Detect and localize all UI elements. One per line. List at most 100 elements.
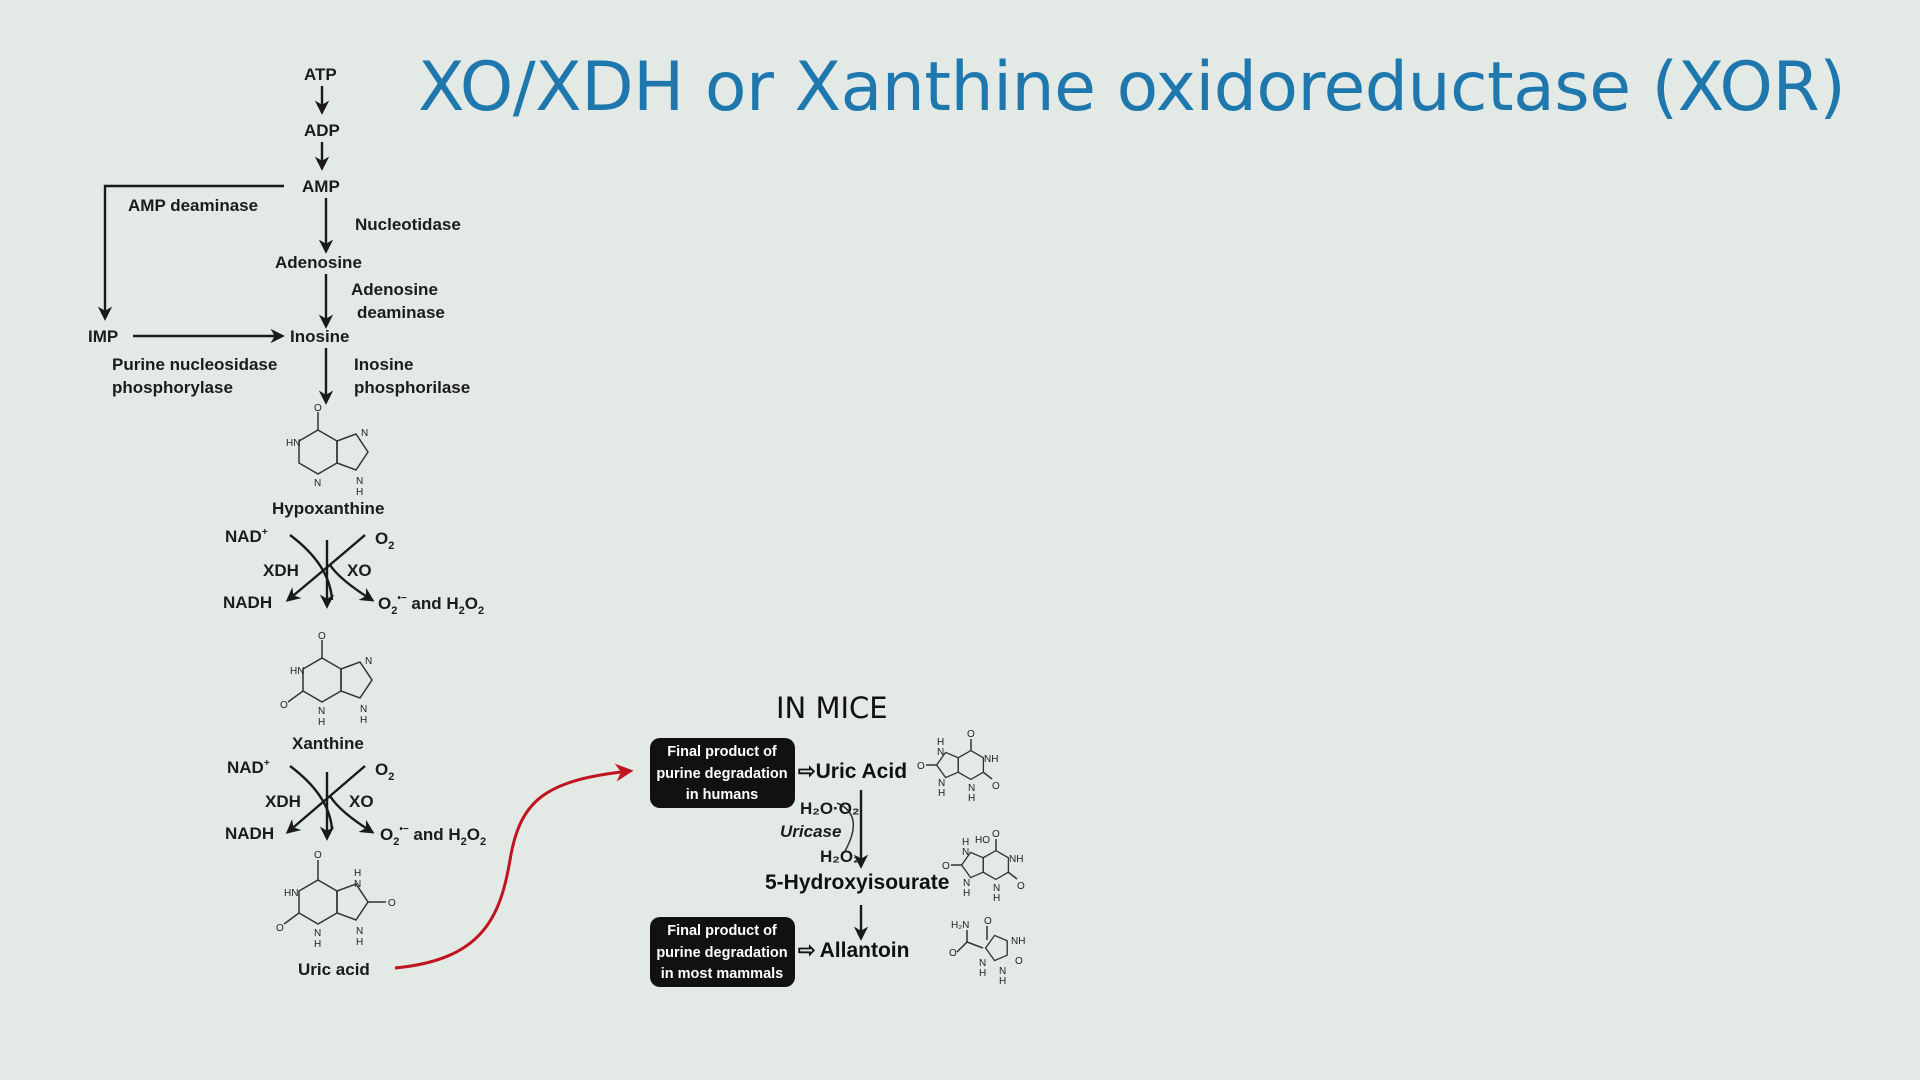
hydroxyisourate-label: 5-Hydroxyisourate <box>765 871 949 894</box>
svg-text:H: H <box>318 717 325 728</box>
svg-text:O: O <box>1015 956 1023 967</box>
svg-text:H: H <box>993 893 1000 904</box>
svg-text:N: N <box>361 428 368 439</box>
svg-text:O: O <box>917 761 925 772</box>
svg-text:O: O <box>388 898 396 909</box>
svg-text:O2•− and H2O2: O2•− and H2O2 <box>378 593 484 617</box>
svg-text:NH: NH <box>984 754 998 765</box>
svg-text:N: N <box>314 928 321 939</box>
svg-text:O2•− and H2O2: O2•− and H2O2 <box>380 824 486 848</box>
mice-uric-acid-structure: O O O H N N H NH N H <box>917 729 1000 804</box>
mice-uric-acid: Uric Acid <box>816 760 907 783</box>
step2-product-sub3: 2 <box>480 836 486 848</box>
step2-product-end: O <box>467 825 480 844</box>
in-mice-heading: IN MICE <box>776 691 888 725</box>
svg-text:N: N <box>979 958 986 969</box>
mice-allantoin: Allantoin <box>820 939 910 962</box>
amp-imp-arrow <box>97 184 284 321</box>
svg-text:O: O <box>984 916 992 927</box>
svg-text:N: N <box>937 747 944 758</box>
adp-label: ADP <box>304 121 340 140</box>
svg-text:H: H <box>360 715 367 726</box>
uric-acid-label: Uric acid <box>298 960 370 979</box>
step2-nad-sup: + <box>264 758 270 769</box>
uricase-cofactor-curve <box>836 802 854 852</box>
step1-product-sub3: 2 <box>478 605 484 617</box>
svg-text:NAD+: NAD+ <box>227 758 270 777</box>
imp-label: IMP <box>88 327 118 346</box>
box-humans-line-2: purine degradation <box>656 766 787 782</box>
amp-deaminase-label: AMP deaminase <box>128 196 258 215</box>
svg-text:O: O <box>314 403 322 414</box>
xor-step-1: NAD+ O2 XDH XO NADH O2•− and H2O2 <box>223 527 484 617</box>
box-mammals: Final product of purine degradation in m… <box>650 917 795 987</box>
svg-text:N: N <box>962 847 969 858</box>
svg-text:H: H <box>937 737 944 748</box>
step1-nad: NAD <box>225 527 262 546</box>
svg-text:O: O <box>992 829 1000 840</box>
implies-arrow-1: ⇨ <box>798 760 816 783</box>
svg-text:O: O <box>318 631 326 642</box>
step1-nadh: NADH <box>223 593 272 612</box>
inosine-phosphorilase-label-2: phosphorilase <box>354 378 470 397</box>
svg-text:N: N <box>968 783 975 794</box>
svg-text:N: N <box>356 926 363 937</box>
svg-text:H: H <box>963 888 970 899</box>
svg-text:H: H <box>356 487 363 498</box>
box-humans-line-1: Final product of <box>667 744 777 760</box>
svg-text:N: N <box>963 878 970 889</box>
red-connector-arrow <box>394 763 634 970</box>
step1-product-sub2: 2 <box>459 605 465 617</box>
xor-step-2: NAD+ O2 XDH XO NADH O2•− and H2O2 <box>225 758 486 848</box>
step2-product-sup: •− <box>399 824 409 835</box>
svg-text:H₂N: H₂N <box>951 920 969 931</box>
step1-product-o: O <box>378 594 391 613</box>
hypoxanthine-label: Hypoxanthine <box>272 499 384 518</box>
step2-product-sub2: 2 <box>461 836 467 848</box>
step1-product-sub1: 2 <box>391 605 397 617</box>
step2-nadh: NADH <box>225 824 274 843</box>
svg-text:O: O <box>276 923 284 934</box>
step2-xo-label: XO <box>349 792 374 811</box>
svg-text:H: H <box>962 837 969 848</box>
purine-nucleosidase-label-1: Purine nucleosidase <box>112 355 277 374</box>
step2-nad: NAD <box>227 758 264 777</box>
svg-text:O: O <box>1017 881 1025 892</box>
step1-product-sup: •− <box>397 593 407 604</box>
svg-text:HN: HN <box>290 666 304 677</box>
box-mammals-line-1: Final product of <box>667 923 777 939</box>
step2-xdh-label: XDH <box>265 792 301 811</box>
xanthine-label: Xanthine <box>292 734 364 753</box>
svg-text:N: N <box>318 706 325 717</box>
svg-text:N: N <box>365 656 372 667</box>
box-humans: Final product of purine degradation in h… <box>650 738 795 808</box>
svg-text:O2: O2 <box>375 529 394 552</box>
step2-product-sub1: 2 <box>393 836 399 848</box>
inosine-label: Inosine <box>290 327 350 346</box>
step1-product-mid: and H <box>407 594 459 613</box>
adenosine-deaminase-label-2: deaminase <box>357 303 445 322</box>
svg-text:NAD+: NAD+ <box>225 527 268 546</box>
step1-o2-sub: 2 <box>388 540 394 552</box>
uricase-cofactor-in: H₂O·O₂ <box>800 799 860 818</box>
step2-product-mid: and H <box>409 825 461 844</box>
svg-text:O: O <box>992 781 1000 792</box>
svg-text:⇨Uric Acid: ⇨Uric Acid <box>798 760 907 783</box>
svg-text:N: N <box>354 879 361 890</box>
step1-o2: O <box>375 529 388 548</box>
step2-product-o: O <box>380 825 393 844</box>
xanthine-structure: O O HN N H N N H <box>280 631 373 728</box>
svg-text:N: N <box>938 778 945 789</box>
svg-text:O: O <box>967 729 975 740</box>
step2-o2-sub: 2 <box>388 771 394 783</box>
allantoin-structure: O O H₂N NH N H N H O <box>949 916 1025 987</box>
purine-nucleosidase-label-2: phosphorylase <box>112 378 233 397</box>
step1-nad-sup: + <box>262 527 268 538</box>
box-mammals-line-3: in most mammals <box>661 966 784 982</box>
box-mammals-line-2: purine degradation <box>656 945 787 961</box>
hydroxyisourate-structure: O O O HO H N N H NH N H <box>942 829 1025 904</box>
step1-xdh-label: XDH <box>263 561 299 580</box>
svg-text:H: H <box>356 937 363 948</box>
amp-label: AMP <box>302 177 340 196</box>
